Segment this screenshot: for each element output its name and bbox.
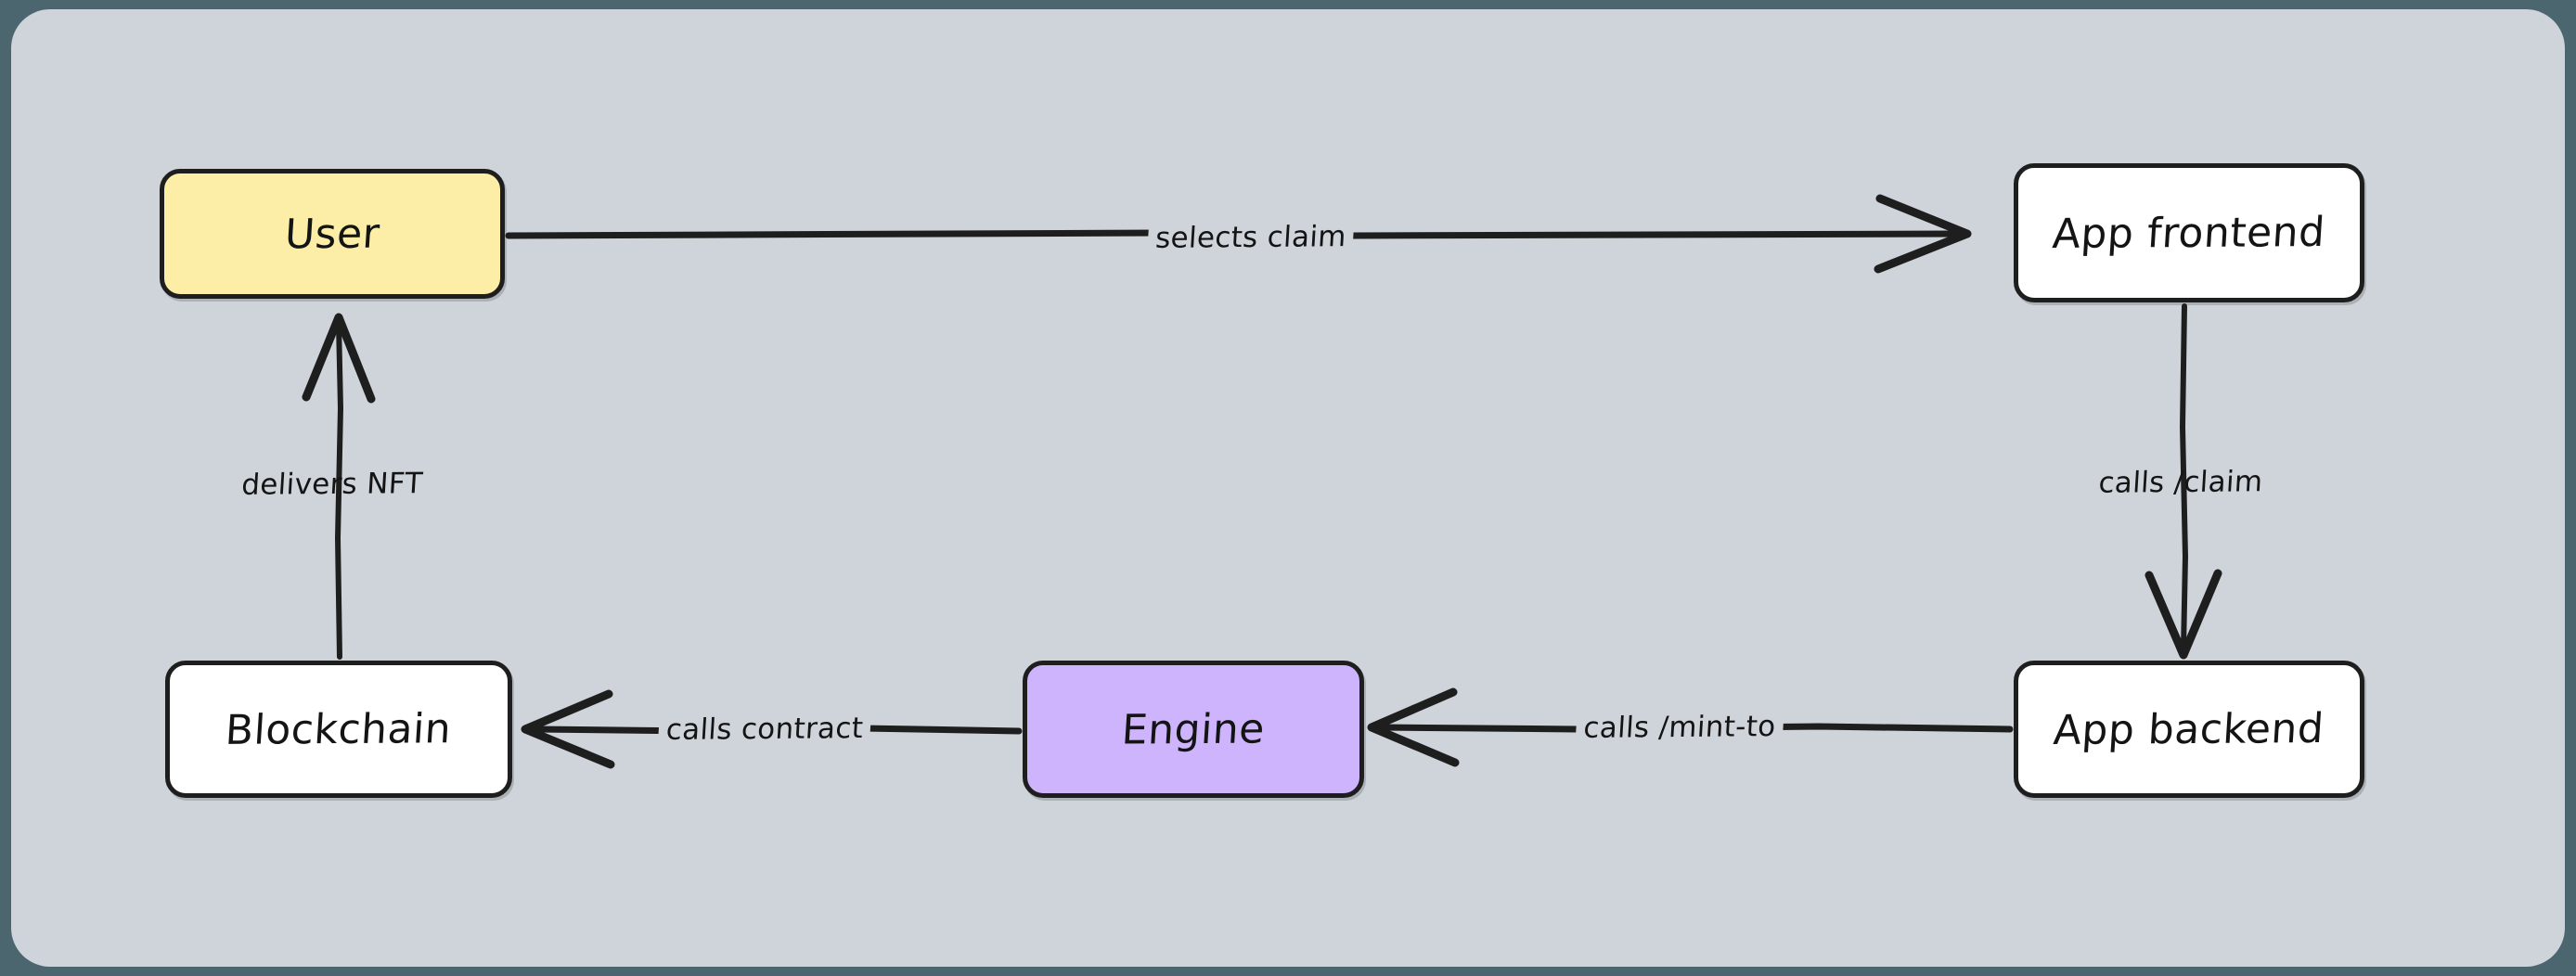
edge-app-frontend-to-app-backend xyxy=(2145,303,2222,660)
node-user[interactable]: User xyxy=(160,169,505,299)
edge-label-calls-contract: calls contract xyxy=(657,710,872,749)
edge-label-delivers-nft: delivers NFT xyxy=(240,467,424,502)
edge-label-selects-claim: selects claim xyxy=(1146,218,1356,257)
node-app-frontend-label: App frontend xyxy=(2051,208,2327,258)
node-user-label: User xyxy=(283,210,381,258)
node-blockchain-label: Blockchain xyxy=(224,704,454,754)
edge-label-calls-claim: calls /claim xyxy=(2097,465,2264,500)
node-app-frontend[interactable]: App frontend xyxy=(2014,163,2364,302)
edge-label-calls-mint-to: calls /mint-to xyxy=(1575,708,1784,747)
edge-blockchain-to-user xyxy=(302,313,376,660)
node-engine[interactable]: Engine xyxy=(1023,661,1364,798)
node-app-backend[interactable]: App backend xyxy=(2014,661,2364,798)
node-app-backend-label: App backend xyxy=(2052,704,2326,754)
node-engine-label: Engine xyxy=(1120,704,1267,754)
node-blockchain[interactable]: Blockchain xyxy=(165,661,512,798)
